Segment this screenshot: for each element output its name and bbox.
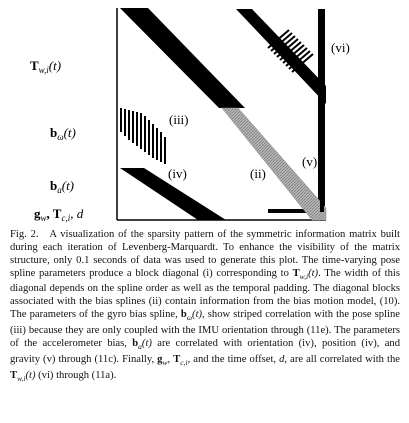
caption-text-7: (vi) through (11a). <box>35 369 117 381</box>
gravity-column <box>320 176 324 212</box>
pose-diagonal-lower <box>120 168 226 220</box>
math-pose: Tw,i(t) <box>292 267 319 281</box>
row-label-bottom: gw, Tc,i, d <box>34 206 84 223</box>
caption-text-6: , are all correlated with the <box>284 353 400 365</box>
math-d: d <box>279 353 285 365</box>
pose-block-diagonal <box>120 8 245 108</box>
math-gyro: bω(t) <box>180 309 203 323</box>
label-ii: (ii) <box>250 166 266 181</box>
figure-caption: Fig. 2. A visualization of the sparsity … <box>10 229 400 386</box>
caption-text-3: , show striped correlation with the pose… <box>10 309 400 349</box>
tci-column-diagonal <box>236 9 326 104</box>
caption-text-4: are correlated with orientation (iv), po… <box>10 337 401 365</box>
sparsity-figure: (i) (vi) (iii) (iv) (ii) (v) Tw,i(t) bω(… <box>30 8 350 223</box>
row-label-gyro: bω(t) <box>50 125 76 142</box>
label-vi: (vi) <box>331 40 350 55</box>
math-accel: ba(t) <box>132 337 152 352</box>
gyro-striped-block-upper <box>267 29 314 73</box>
label-iv: (iv) <box>168 166 187 181</box>
row-label-pose: Tw,i(t) <box>30 58 61 75</box>
label-iii: (iii) <box>169 112 189 127</box>
label-i: (i) <box>167 34 179 49</box>
caption-text-5: , and the time offset, <box>187 353 280 365</box>
math-gw-tci: gw, Tc,i <box>157 353 188 368</box>
caption-text-2: . The width of this diagonal depends on … <box>10 267 400 321</box>
bias-block-diagonal <box>221 107 327 221</box>
tci-row-bar <box>268 209 324 213</box>
figure-number: Fig. 2. <box>10 229 39 240</box>
math-pose-2: Tw,i(t) <box>10 369 36 383</box>
label-v: (v) <box>302 154 317 169</box>
caption-text-1: A visualization of the sparsity pattern … <box>10 229 401 279</box>
row-label-accel: ba(t) <box>50 178 74 195</box>
gyro-striped-block-left <box>120 108 166 164</box>
